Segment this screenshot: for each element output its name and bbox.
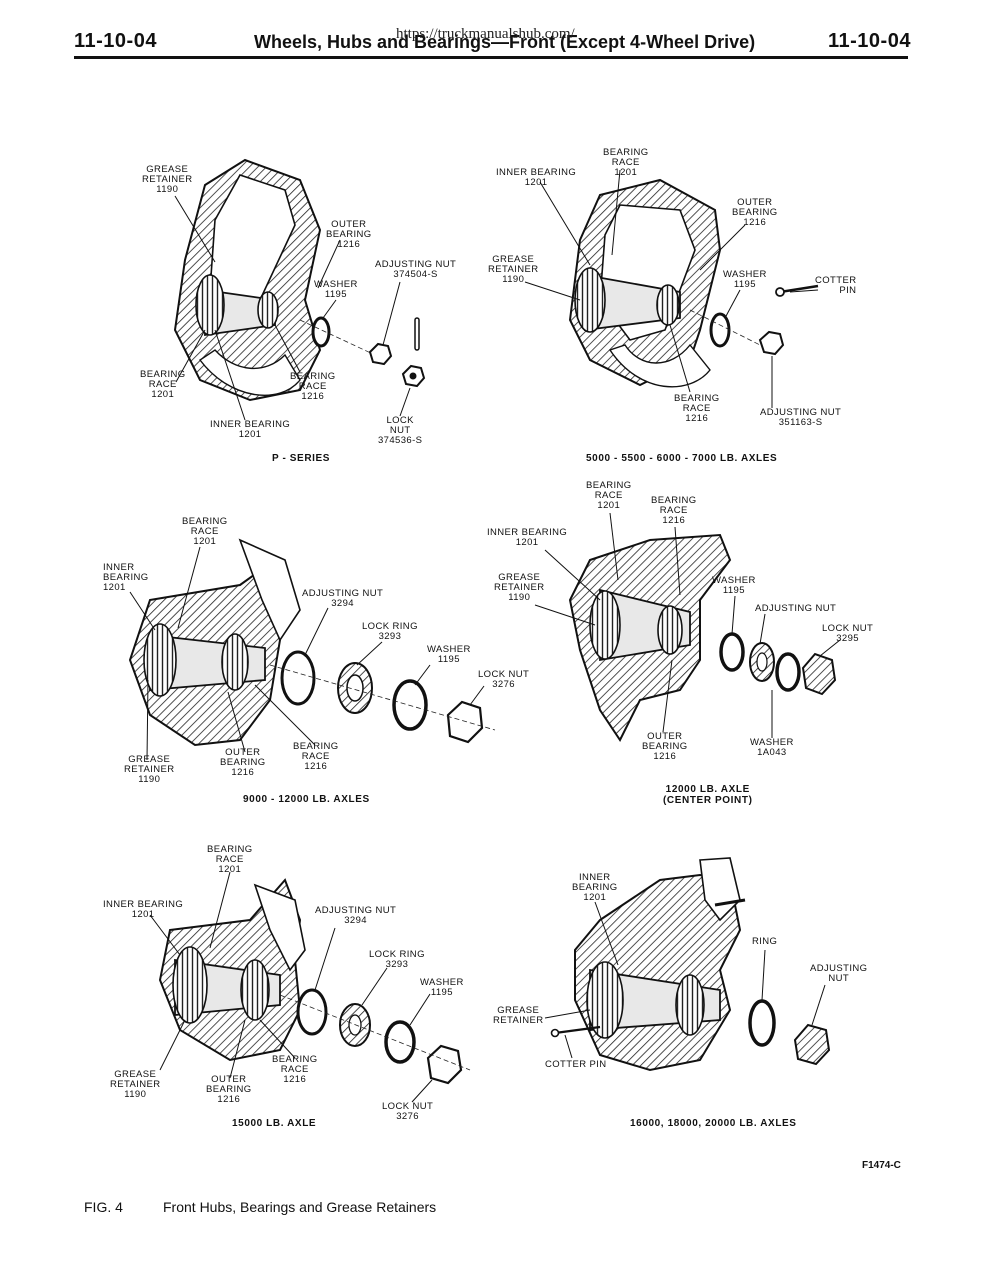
caption-12000-center-point: 12000 LB. AXLE (CENTER POINT): [663, 784, 753, 806]
diagram-p-series: [173, 158, 426, 421]
label-bearing-race-1216: BEARING RACE 1216: [272, 1054, 318, 1085]
label-cotter-pin: COTTER PIN: [815, 275, 857, 296]
diagram-5000-7000-axles: [524, 169, 819, 408]
label-washer-1a043: WASHER 1A043: [750, 737, 794, 758]
label-adjusting-nut: ADJUSTING NUT: [755, 603, 837, 614]
caption-15000-axle: 15000 LB. AXLE: [232, 1118, 317, 1129]
label-inner-bearing: INNER BEARING 1201: [103, 899, 184, 920]
label-grease-retainer: GREASE RETAINER 1190: [488, 254, 539, 285]
label-cotter-pin: COTTER PIN: [545, 1059, 607, 1070]
label-grease-retainer: GREASE RETAINER 1190: [142, 164, 193, 195]
label-outer-bearing: OUTER BEARING 1216: [326, 219, 372, 250]
diagram-15000-axle: [149, 871, 471, 1103]
label-inner-bearing: INNER BEARING 1201: [210, 419, 291, 440]
figure-title: Front Hubs, Bearings and Grease Retainer…: [163, 1199, 437, 1215]
label-outer-bearing: OUTER BEARING 1216: [732, 197, 778, 228]
label-adjusting-nut: ADJUSTING NUT 374504-S: [375, 259, 457, 280]
label-bearing-race-1216: BEARING RACE 1216: [651, 495, 697, 526]
caption-16000-20000-axles: 16000, 18000, 20000 LB. AXLES: [630, 1118, 797, 1129]
figure-number: FIG. 4: [84, 1199, 123, 1215]
label-lock-ring: LOCK RING 3293: [369, 949, 425, 970]
label-washer: WASHER 1195: [314, 279, 358, 300]
diagram-12000-center-point: [534, 512, 841, 742]
label-grease-retainer: GREASE RETAINER 1190: [124, 754, 175, 785]
caption-p-series: P - SERIES: [272, 453, 331, 464]
label-outer-bearing: OUTER BEARING 1216: [206, 1074, 252, 1105]
label-bearing-race-1201: BEARING RACE 1201: [182, 516, 228, 547]
label-adjusting-nut: ADJUSTING NUT: [810, 963, 868, 984]
label-inner-bearing: INNER BEARING 1201: [572, 872, 618, 903]
label-ring: RING: [752, 936, 778, 947]
label-bearing-race-1216: BEARING RACE 1216: [293, 741, 339, 772]
diagram-16000-20000-axles: [544, 857, 831, 1072]
label-inner-bearing: INNER BEARING 1201: [496, 167, 577, 188]
label-washer: WASHER 1195: [723, 269, 767, 290]
label-adjusting-nut: ADJUSTING NUT 351163-S: [760, 407, 842, 428]
label-adjusting-nut: ADJUSTING NUT 3294: [315, 905, 397, 926]
label-washer: WASHER 1195: [420, 977, 464, 998]
label-lock-nut: LOCK NUT 3276: [382, 1101, 434, 1122]
label-bearing-race-1201: BEARING RACE 1201: [140, 369, 186, 400]
label-lock-nut: LOCK NUT 3276: [478, 669, 530, 690]
figure-id: F1474-C: [862, 1160, 901, 1171]
label-lock-nut: LOCK NUT 374536-S: [378, 415, 423, 446]
label-bearing-race-1216: BEARING RACE 1216: [674, 393, 720, 424]
caption-5000-7000-axles: 5000 - 5500 - 6000 - 7000 LB. AXLES: [586, 453, 778, 464]
url-watermark[interactable]: https://truckmanualshub.com/: [396, 26, 575, 42]
label-lock-ring: LOCK RING 3293: [362, 621, 418, 642]
label-bearing-race-1216: BEARING RACE 1216: [290, 371, 336, 402]
label-lock-nut: LOCK NUT 3295: [822, 623, 874, 644]
label-grease-retainer: GREASE RETAINER 1190: [110, 1069, 161, 1100]
label-outer-bearing: OUTER BEARING 1216: [642, 731, 688, 762]
label-grease-retainer: GREASE RETAINER 1190: [494, 572, 545, 603]
label-washer: WASHER 1195: [427, 644, 471, 665]
label-bearing-race-1201: BEARING RACE 1201: [586, 480, 632, 511]
label-bearing-race-1201: BEARING RACE 1201: [603, 147, 649, 178]
caption-9000-12000-axles: 9000 - 12000 LB. AXLES: [243, 794, 370, 805]
label-inner-bearing: INNER BEARING 1201: [487, 527, 568, 548]
label-inner-bearing: INNER BEARING 1201: [103, 562, 149, 593]
page-title: Wheels, Hubs and Bearings—Front (Except …: [254, 32, 756, 52]
page-code-right: 11-10-04: [828, 30, 911, 52]
label-bearing-race-1201: BEARING RACE 1201: [207, 844, 253, 875]
page-code-left: 11-10-04: [74, 30, 157, 52]
label-outer-bearing: OUTER BEARING 1216: [220, 747, 266, 778]
label-adjusting-nut: ADJUSTING NUT 3294: [302, 588, 384, 609]
label-washer-1195: WASHER 1195: [712, 575, 756, 596]
label-grease-retainer: GREASE RETAINER: [493, 1005, 544, 1026]
diagram-9000-12000-axles: [128, 538, 496, 761]
header-rule: [74, 56, 908, 59]
